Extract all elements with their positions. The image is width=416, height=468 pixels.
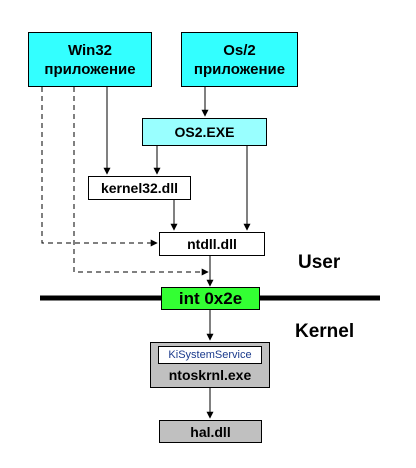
ntoskrnl-label: ntoskrnl.exe: [168, 367, 252, 383]
ntoskrnl-box: KiSystemService ntoskrnl.exe: [150, 342, 270, 388]
dashed-arrow-win32-to-ntdll: [41, 87, 158, 247]
hal-box: hal.dll: [159, 420, 262, 443]
user-mode-label: User: [298, 252, 341, 273]
win32-app-name: Win32: [67, 41, 113, 59]
os2-exe-box: OS2.EXE: [142, 118, 267, 146]
kernel-mode-label: Kernel: [295, 321, 355, 342]
ki-system-service-box: KiSystemService: [158, 346, 262, 364]
interrupt-box: int 0x2e: [161, 287, 260, 310]
os2-app-box: Os/2 приложение: [181, 32, 298, 87]
dashed-arrow-win32-to-interrupt: [73, 87, 209, 276]
ntdll-box: ntdll.dll: [159, 232, 265, 256]
ki-system-service-label: KiSystemService: [168, 349, 252, 361]
win32-app-box: Win32 приложение: [28, 32, 152, 87]
interrupt-label: int 0x2e: [178, 288, 243, 308]
kernel32-label: kernel32.dll: [100, 180, 179, 196]
os2-app-subtitle: приложение: [193, 60, 286, 78]
os2-exe-label: OS2.EXE: [174, 124, 235, 140]
ntdll-label: ntdll.dll: [187, 236, 237, 252]
os2-app-name: Os/2: [223, 41, 256, 59]
hal-label: hal.dll: [190, 423, 231, 440]
kernel32-box: kernel32.dll: [88, 176, 191, 200]
win32-app-subtitle: приложение: [44, 60, 136, 78]
